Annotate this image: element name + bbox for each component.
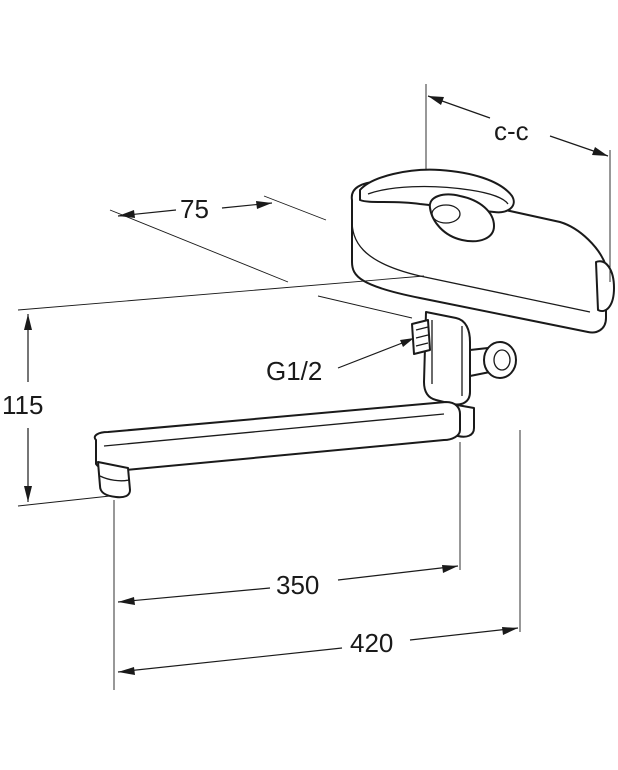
d420-dim-line-left [117,647,343,673]
d75-extension-left [109,209,289,283]
wall-plane-line [317,295,413,319]
d115-arrow-top [24,314,32,330]
cc-arrow-right [592,147,608,156]
d350-dim-line-left [117,587,271,603]
d75-extension-right [263,195,327,221]
faucet-illustration [93,168,615,499]
d115-arrow-bottom [24,486,32,502]
d350-arrow-right [442,565,458,573]
diverter-knob-face [493,349,511,371]
handle-cap [431,204,461,224]
thread-leader-line [337,339,411,369]
mixer-end-cap [595,260,615,312]
handle-knuckle [428,193,495,243]
cc-arrow-left [428,96,444,105]
d420-arrow-left [118,667,135,675]
d75-arrow-left [118,210,135,218]
d350-arrow-left [118,597,135,605]
wall-connector-column [423,311,471,406]
d350-label: 350 [276,570,319,600]
spout [93,401,461,472]
diverter-knob [483,341,517,379]
d75-label: 75 [180,194,209,224]
d75-arrow-right [256,201,272,209]
mixer-body-face [351,219,591,313]
d420-label: 420 [350,628,393,658]
d420-arrow-right [502,627,518,635]
aerator-ring [99,475,130,482]
dimensions: c-c 75 115 G1/2 350 [2,84,611,690]
spout-top-edge [103,413,445,447]
cc-label: c-c [494,116,529,146]
d115-label: 115 [2,390,43,420]
lever-handle-edge [367,185,509,205]
wall-reference-line [17,275,425,311]
thread-nut-lines [415,326,429,347]
thread-label: G1/2 [266,356,322,386]
wall-connector-inner [431,320,463,396]
d350-dim-line-right [337,565,459,581]
d115-extension-bottom [17,495,111,507]
d420-dim-line-right [409,627,519,641]
thread-leader-arrow [400,338,414,347]
